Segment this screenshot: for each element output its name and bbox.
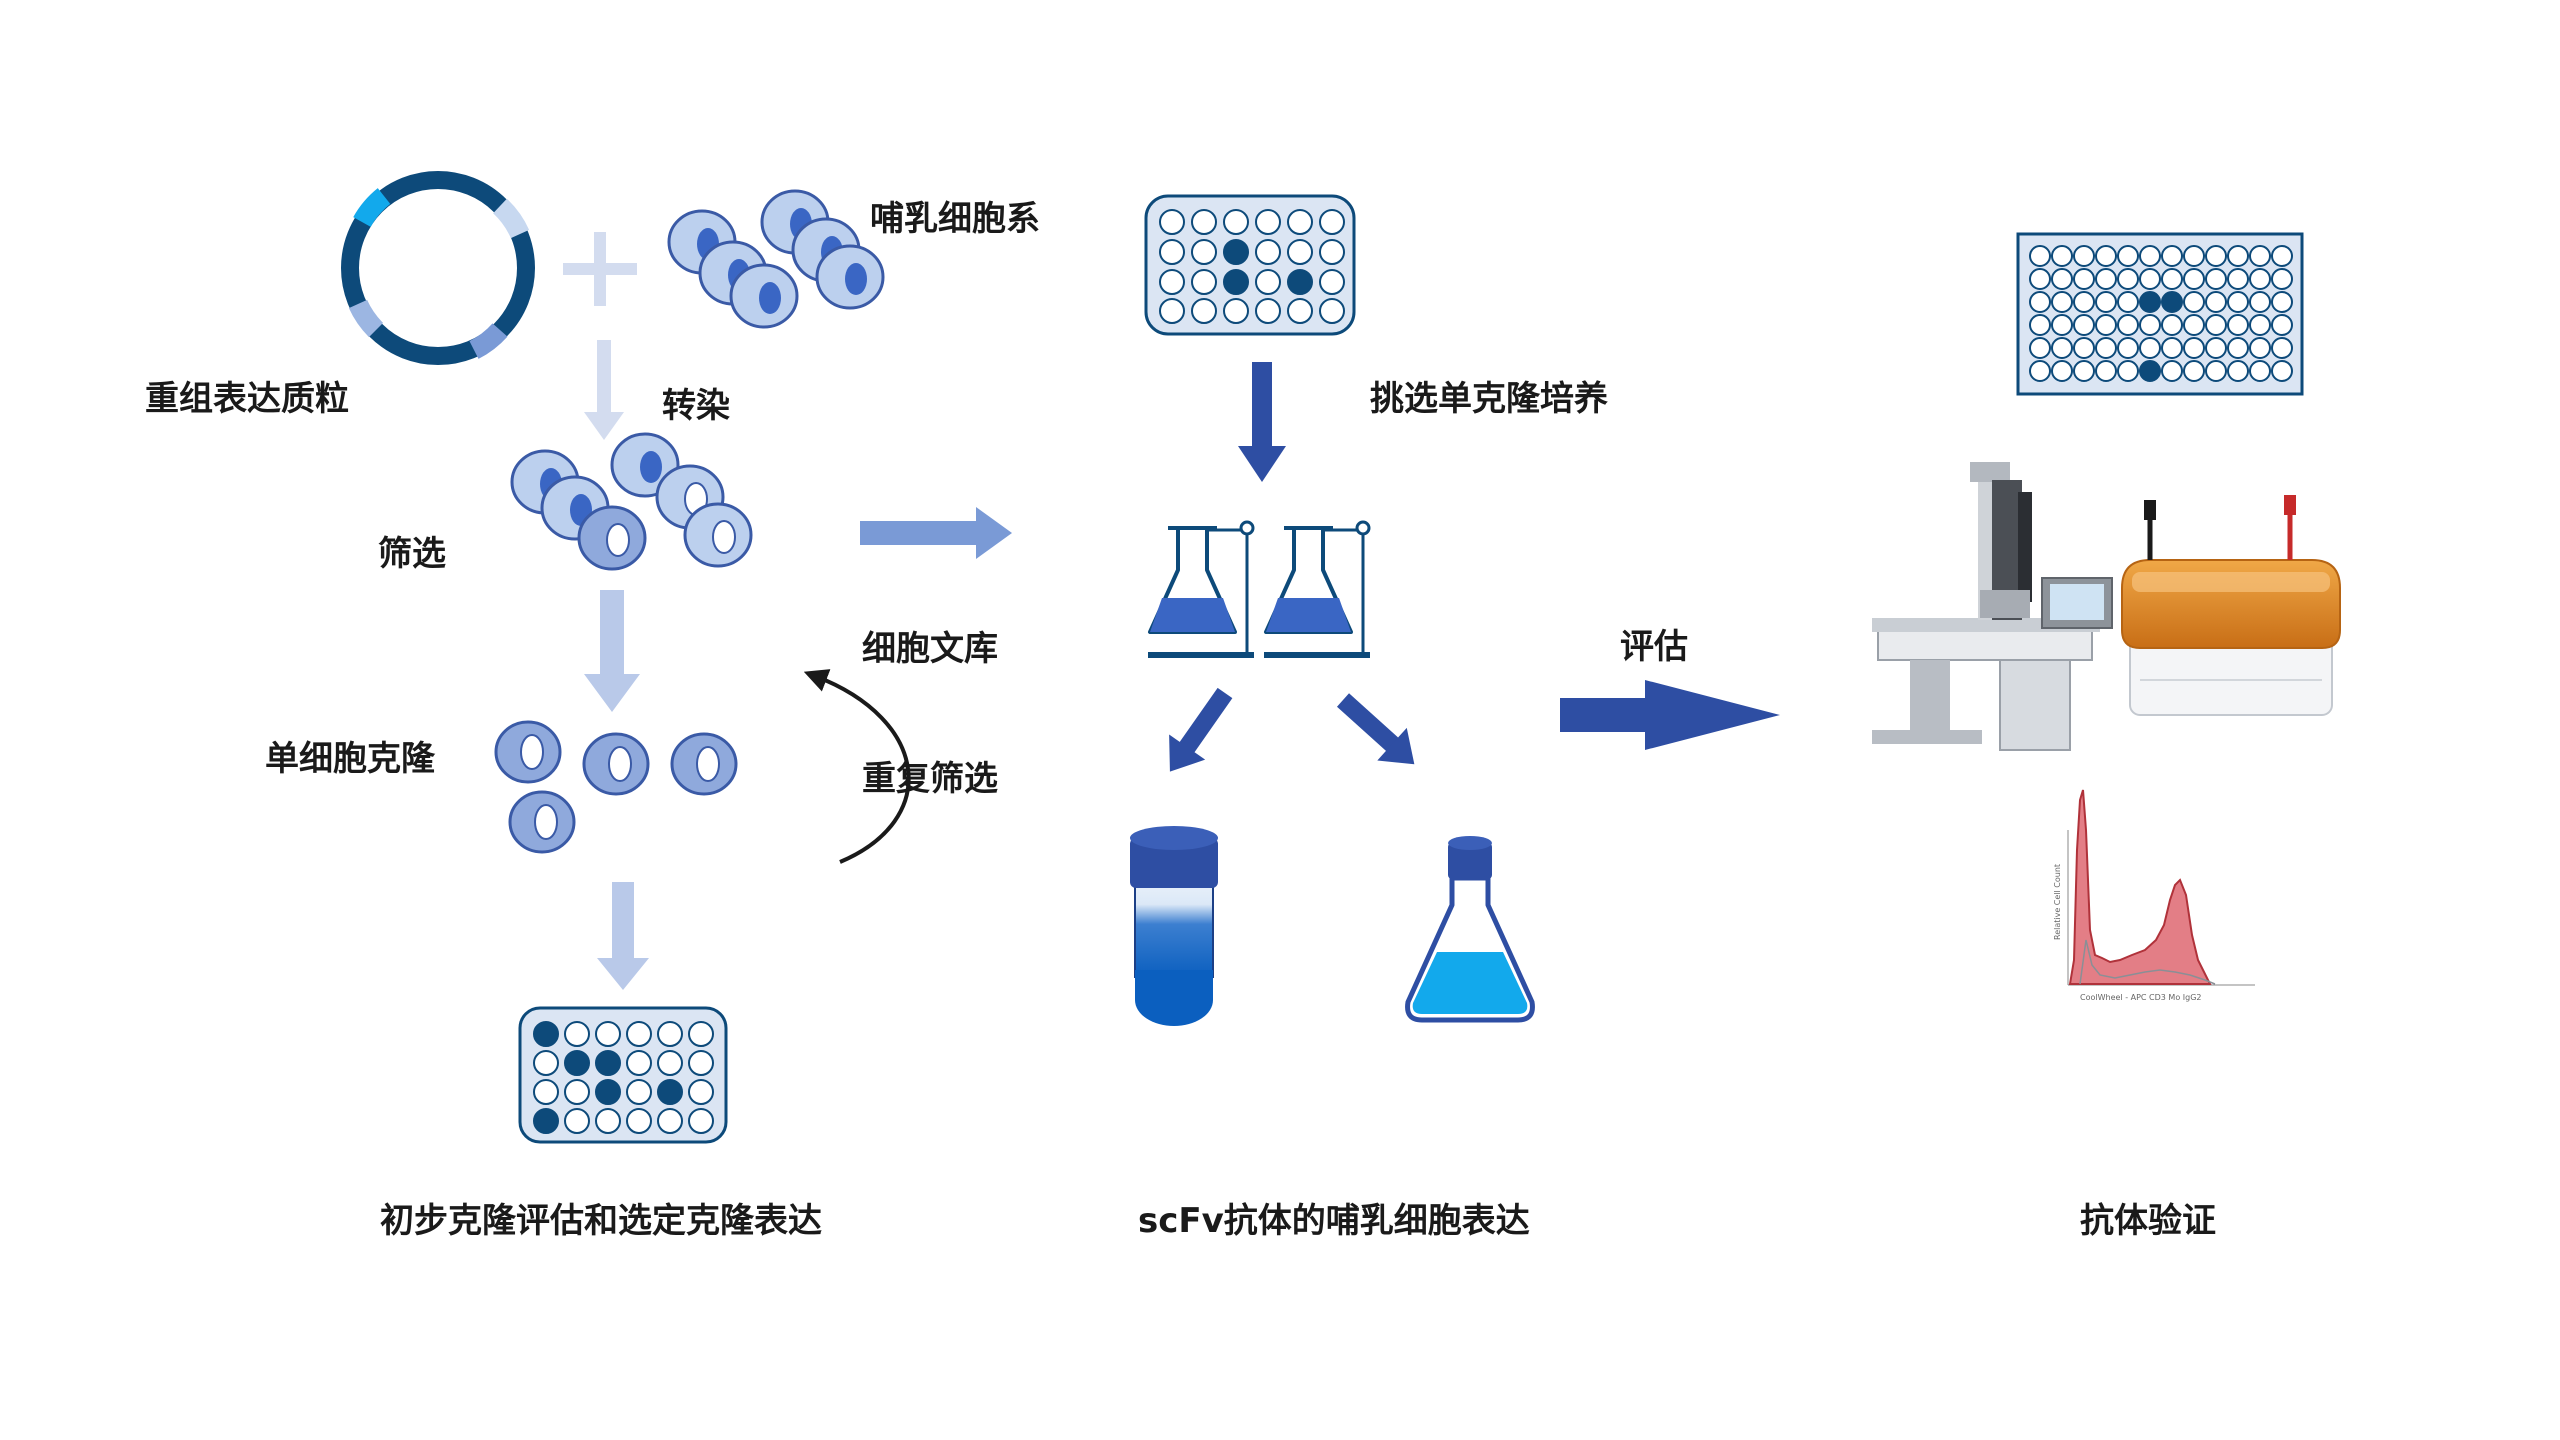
test-tube-icon	[1130, 826, 1218, 1026]
arrow-down-single-clone	[584, 590, 640, 712]
caption-left: 初步克隆评估和选定克隆表达	[380, 1201, 822, 1241]
arrow-down-pick-clone	[1238, 362, 1286, 482]
well-plate-left	[518, 1006, 728, 1144]
well-plate-middle	[1144, 194, 1356, 336]
transfect-label: 转染	[662, 386, 730, 426]
arrow-right-to-middle	[860, 507, 1012, 559]
single-cell-clones	[494, 720, 738, 854]
caption-middle: scFv抗体的哺乳细胞表达	[1138, 1201, 1530, 1241]
pick-clone-label: 挑选单克隆培养	[1370, 379, 1608, 419]
culture-flask-1	[1148, 520, 1255, 658]
cell-line-label: 哺乳细胞系	[870, 199, 1040, 239]
electrophoresis-chamber-icon	[2121, 495, 2341, 716]
flow-cytometry-histogram: Relative Cell Count CoolWheel - APC CD3 …	[2053, 789, 2255, 1002]
plasmid-label: 重组表达质粒	[145, 379, 349, 419]
screen-label: 筛选	[378, 534, 446, 574]
single-clone-label: 单细胞克隆	[265, 739, 436, 779]
histogram-xlabel: CoolWheel - APC CD3 Mo IgG2	[2080, 993, 2202, 1002]
culture-flasks	[1148, 520, 1371, 658]
erlenmeyer-flask-icon	[1405, 836, 1535, 1023]
cell-cluster-top	[667, 189, 885, 329]
arrow-right-evaluate	[1560, 680, 1780, 750]
plus-icon	[563, 232, 637, 306]
plasmid-icon	[341, 171, 535, 365]
evaluate-label: 评估	[1620, 627, 1688, 667]
culture-flask-2	[1264, 520, 1371, 658]
repeat-arrow	[803, 669, 911, 864]
cell-library-label: 细胞文库	[862, 629, 998, 669]
arrow-down-plate	[597, 882, 649, 990]
arrow-diag-right	[1336, 693, 1415, 765]
caption-right: 抗体验证	[2080, 1201, 2216, 1241]
arrow-down-transfect	[584, 340, 624, 440]
repeat-screen-label: 重复筛选	[862, 759, 998, 799]
histogram-ylabel: Relative Cell Count	[2053, 864, 2062, 940]
microscope-workstation-icon	[1872, 462, 2113, 751]
arrow-diag-left	[1169, 687, 1233, 772]
well-plate-right	[2016, 232, 2304, 396]
cell-cluster-screened	[510, 432, 753, 571]
